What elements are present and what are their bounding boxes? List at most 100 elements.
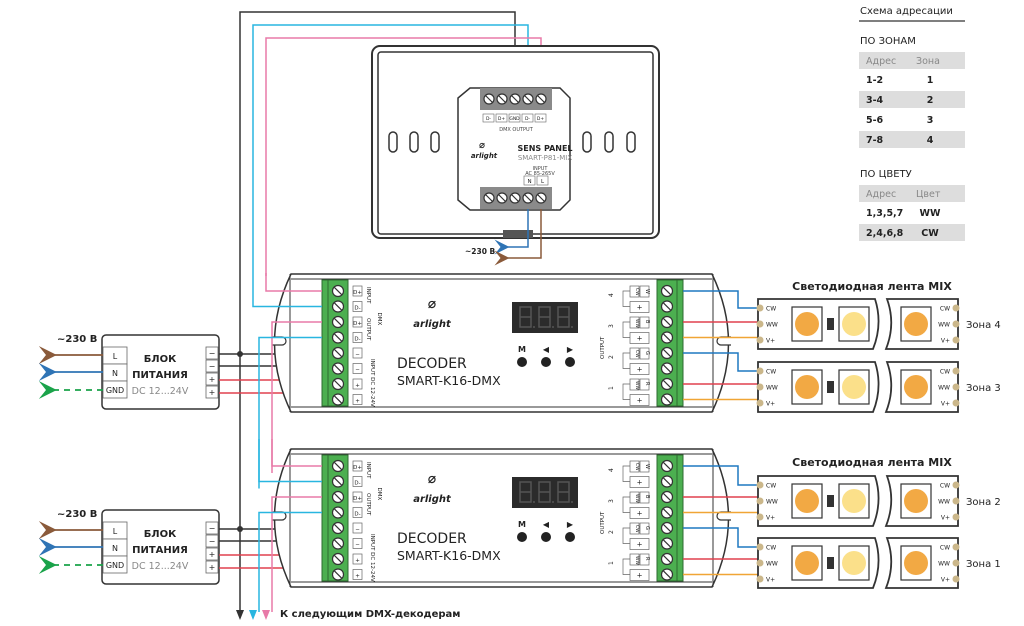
decoder-input-terminal-label-box — [352, 316, 363, 328]
psu-output-terminal — [205, 359, 219, 373]
warm-white-led — [904, 312, 928, 336]
channel-plus-label: + — [637, 397, 643, 405]
decoder-input-terminal-label-box — [352, 553, 363, 565]
ground-junction-dot — [237, 351, 243, 357]
panel-neutral-wire — [494, 209, 529, 255]
decoder-dmx-label: DMX — [376, 488, 382, 501]
warm-white-led — [795, 489, 819, 513]
decoder-prev-button[interactable] — [541, 357, 551, 367]
decoder-mode-button[interactable] — [517, 532, 527, 542]
cool-white-led — [842, 489, 866, 513]
legend-by-color-column-header: Цвет — [916, 189, 941, 200]
channel-color-box — [629, 522, 640, 535]
panel-dmx-terminal-label: D- — [525, 116, 530, 122]
panel-dmx-terminal-label-box — [534, 113, 547, 123]
smd-resistor — [827, 495, 834, 507]
decoder-mode-button[interactable] — [517, 357, 527, 367]
strip-pin-label: WW — [766, 385, 778, 392]
zone-label: Зона 3 — [966, 383, 1001, 394]
legend-by-zone-row-bg — [859, 131, 965, 148]
strip-pad — [756, 399, 764, 407]
channel-number: 3 — [608, 499, 615, 503]
psu-input-label: N — [112, 544, 118, 553]
decoder-input-screw — [331, 284, 345, 298]
psu-output-label: + — [209, 550, 216, 559]
strip-pad — [756, 513, 764, 521]
decoder-output-screw — [660, 377, 674, 391]
psu-title-line2: ПИТАНИЯ — [132, 370, 188, 381]
channel-number: 4 — [608, 468, 615, 472]
decoder-input-terminal-label: D+ — [353, 496, 362, 502]
strip-pin-label: V+ — [941, 401, 950, 408]
decoder-input-screw — [331, 331, 345, 344]
channel-led-symbol — [622, 527, 630, 544]
strip-pin-label: WW — [938, 561, 950, 568]
psu-output-label: + — [209, 375, 216, 384]
channel-color-label: CW — [634, 288, 640, 296]
smd-resistor — [827, 557, 834, 569]
strip-pad — [756, 367, 764, 375]
channel-plus-box — [629, 476, 650, 488]
channel-color-label: CW — [634, 463, 640, 471]
psu-output-label: − — [209, 524, 216, 533]
legend-by-color-value-cell: CW — [921, 228, 939, 239]
panel-input-range: AC 85-265V — [525, 171, 555, 177]
strip-pin-label: V+ — [941, 577, 950, 584]
dmx-in-plus-wire — [271, 439, 322, 467]
psu-mains-label: ~230 В — [57, 509, 97, 520]
decoder-input-terminal-label-box — [352, 301, 363, 312]
strip-pad — [952, 336, 960, 344]
panel-model: SMART-P81-MIX — [518, 154, 573, 162]
strip-pin-label: V+ — [766, 401, 775, 408]
channel-rgb-box — [639, 285, 650, 298]
channel-number: 4 — [608, 293, 615, 297]
strip-pad — [952, 575, 960, 583]
decoder-next-button[interactable] — [565, 357, 575, 367]
dmx-out-minus-wire — [258, 336, 322, 489]
channel-number: 3 — [608, 324, 615, 328]
psu-mains-label: ~230 В — [57, 334, 97, 345]
decoder-dmx-label: DMX — [376, 313, 382, 326]
psu-voltage: DC 12...24V — [132, 561, 189, 572]
decoder-input-screw — [331, 475, 345, 488]
warm-white-led — [795, 375, 819, 399]
decoder-output-screw — [660, 537, 674, 550]
mount-slots-left — [388, 131, 440, 153]
channel-plus-box — [629, 394, 650, 406]
psu-voltage: DC 12...24V — [132, 386, 189, 397]
psu-title-line1: БЛОК — [144, 354, 177, 365]
panel-dmx-terminal-label: D+ — [498, 116, 505, 122]
channel-plus-label: + — [637, 304, 643, 312]
psu-input-label: N — [112, 369, 118, 378]
psu-output-terminal — [205, 521, 219, 535]
legend-by-zone-address-cell: 3-4 — [866, 95, 884, 106]
decoder-input-screw — [331, 537, 345, 550]
next-decoders-arrows — [236, 610, 270, 620]
strip-pad — [952, 497, 960, 505]
decoder-input-screw — [331, 568, 345, 581]
decoder-model: SMART-K16-DMX — [397, 548, 501, 563]
channel-plus-label: + — [637, 479, 643, 487]
decoder-logo-mark: ⌀ — [428, 296, 437, 312]
panel-dmx-screw — [483, 93, 495, 105]
decoder-output-screw — [660, 362, 674, 375]
panel-power-screw — [483, 192, 495, 204]
legend-by-color-row-bg — [859, 224, 965, 241]
legend-by-color-heading: ПО ЦВЕТУ — [860, 169, 912, 180]
channel-rgb-box — [639, 522, 650, 535]
strip-pin-label: CW — [766, 483, 776, 490]
decoder-input-terminal-label-box — [352, 394, 363, 405]
channel-plus-label: + — [637, 335, 643, 343]
decoder-next-button[interactable] — [565, 532, 575, 542]
channel-number: 2 — [608, 530, 615, 534]
panel-title: SENS PANEL — [517, 144, 572, 153]
panel-power-screw — [522, 192, 534, 204]
channel-rgb-label: R — [644, 557, 650, 561]
channel-plus-box — [629, 538, 650, 550]
decoder-input-screw — [331, 490, 345, 504]
channel-rgb-label: W — [644, 464, 650, 469]
decoder-prev-button[interactable] — [541, 532, 551, 542]
